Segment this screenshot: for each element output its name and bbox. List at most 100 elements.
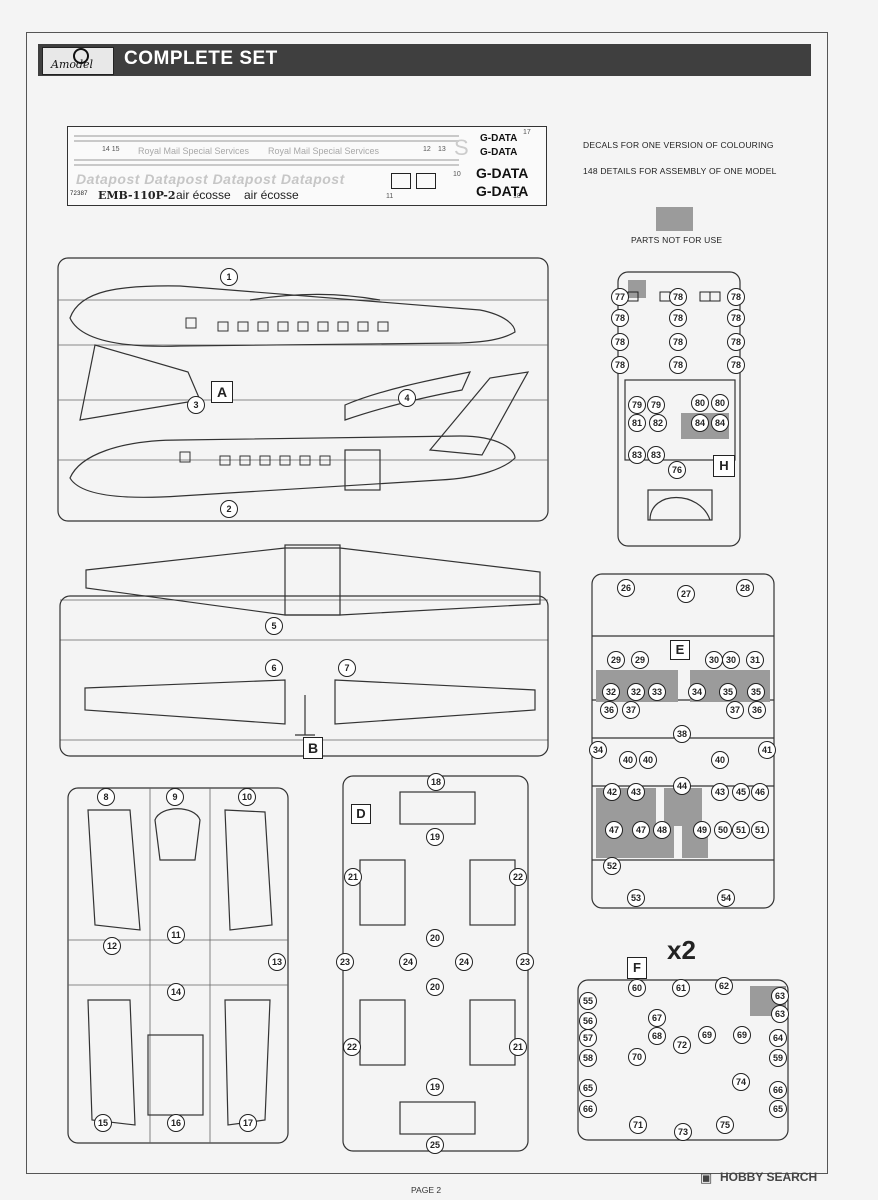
decal-sheet: 14 15 Royal Mail Special Services Royal … [67,126,547,206]
part-number-callout: 32 [602,683,620,701]
part-number-callout: 25 [426,1136,444,1154]
decal-number: 12 [423,146,431,153]
part-number-callout: 2 [220,500,238,518]
part-number-callout: 3 [187,396,205,414]
part-number-callout: 70 [628,1048,646,1066]
part-number-callout: 78 [727,333,745,351]
unused-parts-note: PARTS NOT FOR USE [631,235,723,245]
part-number-callout: 40 [711,751,729,769]
part-number-callout: 69 [698,1026,716,1044]
part-number-callout: 83 [628,446,646,464]
part-number-callout: 7 [338,659,356,677]
part-number-callout: 69 [733,1026,751,1044]
part-number-callout: 35 [747,683,765,701]
part-number-callout: 76 [668,461,686,479]
page-number: PAGE 2 [411,1185,442,1195]
part-number-callout: 38 [673,725,691,743]
cheatline-decal [74,140,459,142]
page-frame [26,32,828,1174]
sprue-c-frame [67,787,289,1144]
part-number-callout: 37 [726,701,744,719]
upper-wing [85,547,541,616]
airline-decal: air écosse [244,188,299,202]
fin [428,371,530,456]
part-number-callout: 43 [627,783,645,801]
part-number-callout: 68 [648,1027,666,1045]
part-number-callout: 75 [716,1116,734,1134]
part-number-callout: 47 [632,821,650,839]
part-number-callout: 78 [611,333,629,351]
sprue-label-h: H [713,455,735,477]
header-bar: Amodel COMPLETE SET [38,44,811,76]
kit-number: 72387 [70,191,88,197]
part-number-callout: 41 [758,741,776,759]
airline-decal: air écosse [176,188,231,202]
sprue-b-frame [59,595,549,757]
part-number-callout: 78 [727,309,745,327]
part-number-callout: 29 [631,651,649,669]
sprue-e-frame [591,573,775,909]
part-number-callout: 78 [669,288,687,306]
part-number-callout: 18 [427,773,445,791]
part-number-callout: 21 [509,1038,527,1056]
part-number-callout: 82 [649,414,667,432]
details-note: 148 DETAILS FOR ASSEMBLY OF ONE MODEL [583,166,777,176]
registration-decal: G-DATA [480,133,518,144]
decal-number: 10 [453,171,461,178]
decal-number: 17 [523,129,531,136]
part-number-callout: 72 [673,1036,691,1054]
part-number-callout: 11 [167,926,185,944]
part-number-callout: 78 [611,309,629,327]
part-number-callout: 49 [693,821,711,839]
part-number-callout: 63 [771,1005,789,1023]
cheatline-decal [74,159,459,161]
part-number-callout: 79 [647,396,665,414]
part-number-callout: 47 [605,821,623,839]
part-number-callout: 54 [717,889,735,907]
part-number-callout: 21 [344,868,362,886]
part-number-callout: 24 [399,953,417,971]
part-number-callout: 19 [426,1078,444,1096]
part-number-callout: 80 [691,394,709,412]
part-number-callout: 34 [688,683,706,701]
cheatline-decal [74,164,459,166]
model-name-decal: EMB-110P-2 [98,189,176,202]
fuselage-half-1 [69,285,516,347]
part-number-callout: 29 [607,651,625,669]
part-number-callout: 59 [769,1049,787,1067]
part-number-callout: 26 [617,579,635,597]
part-number-callout: 78 [727,288,745,306]
part-number-callout: 51 [751,821,769,839]
part-3 [79,344,201,421]
datapost-decal: Datapost Datapost Datapost Datapost [76,171,345,187]
part-number-callout: 62 [715,977,733,995]
lower-wing-right [334,679,536,725]
part-number-callout: 30 [705,651,723,669]
part-number-callout: 22 [509,868,527,886]
decal-number: 13 [438,146,446,153]
sprue-label-d: D [351,804,371,824]
part-number-callout: 12 [103,937,121,955]
page-title: COMPLETE SET [124,48,278,69]
part-number-callout: 80 [711,394,729,412]
part-number-callout: 5 [265,617,283,635]
part-number-callout: 6 [265,659,283,677]
logo-text: Amodel [51,58,94,71]
part-number-callout: 81 [628,414,646,432]
part-number-callout: 63 [771,987,789,1005]
part-number-callout: 67 [648,1009,666,1027]
part-number-callout: 66 [769,1081,787,1099]
part-number-callout: 32 [627,683,645,701]
part-number-callout: 10 [238,788,256,806]
part-number-callout: 55 [579,992,597,1010]
amodel-logo: Amodel [42,47,114,75]
part-number-callout: 19 [426,828,444,846]
part-number-callout: 8 [97,788,115,806]
part-number-callout: 61 [672,979,690,997]
cheatline-decal [74,135,459,137]
part-number-callout: 46 [751,783,769,801]
part-number-callout: 84 [711,414,729,432]
part-number-callout: 44 [673,777,691,795]
part-number-callout: 78 [669,309,687,327]
part-number-callout: 42 [603,783,621,801]
